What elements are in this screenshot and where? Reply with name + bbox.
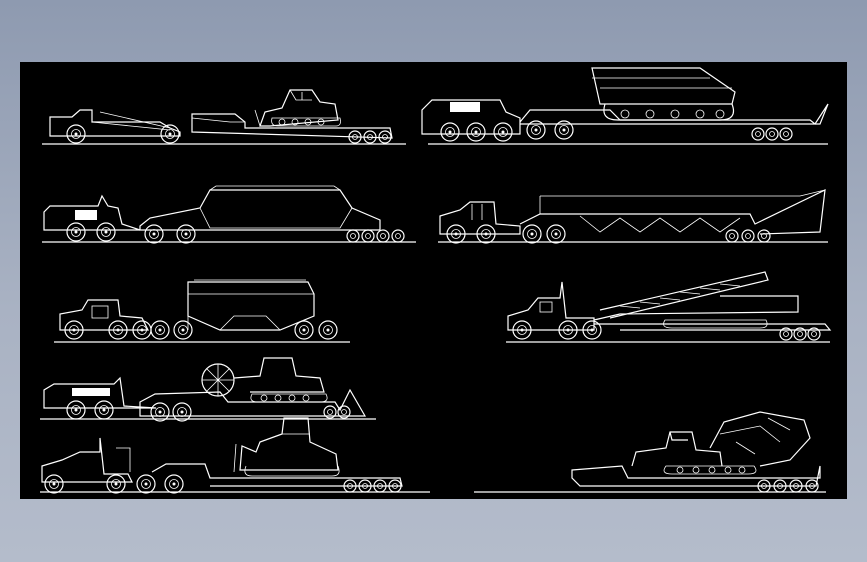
truck-trailer-cad-drawing bbox=[40, 67, 832, 494]
vehicle-scraper-and-dozer-lowboy bbox=[42, 89, 406, 145]
vehicle-conveyor-crawler-lowboy bbox=[506, 271, 832, 343]
vehicle-wheel-trencher-lowboy bbox=[40, 357, 376, 422]
vehicle-tank-trailer bbox=[42, 185, 416, 244]
vehicle-crawler-body-lowboy bbox=[421, 67, 829, 145]
vehicle-boom-trailer bbox=[438, 188, 828, 244]
vehicle-crawler-loader-lowboy bbox=[474, 411, 826, 493]
vehicle-dozer-lowboy bbox=[40, 417, 430, 494]
vehicle-bulk-hopper-trailer bbox=[54, 279, 350, 343]
cad-drawing-viewport bbox=[20, 62, 847, 499]
